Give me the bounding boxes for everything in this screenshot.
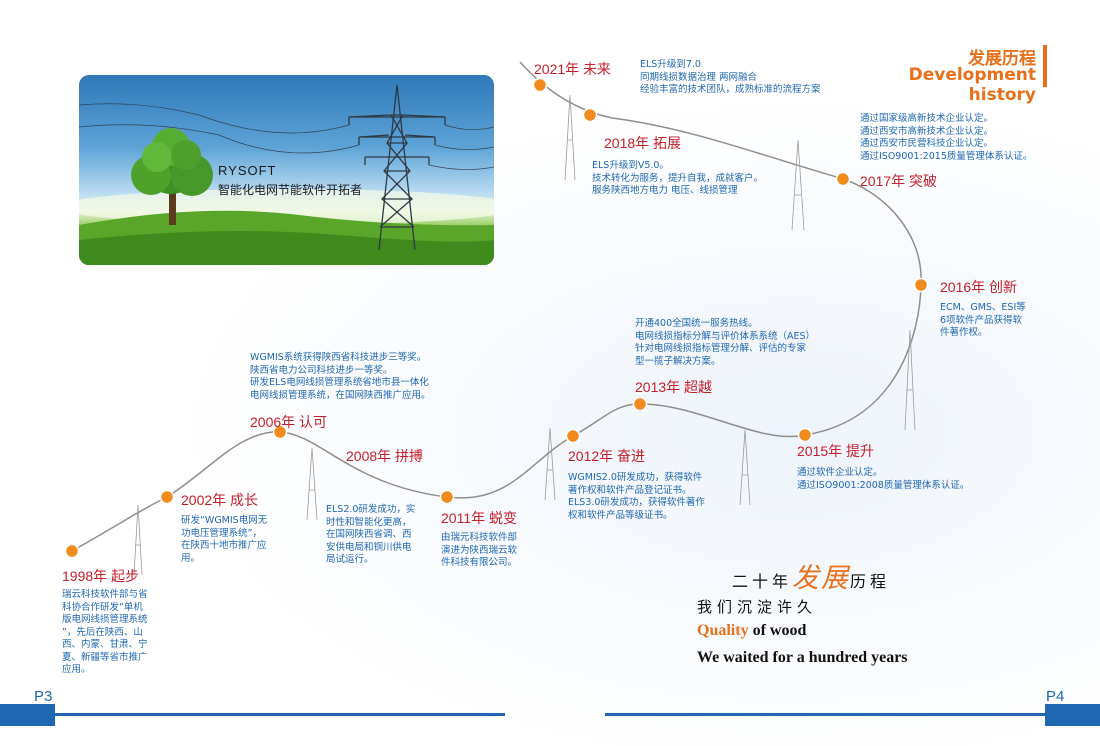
desc-2017: 通过国家级高新技术企业认定。通过西安市高新技术企业认定。通过西安市民营科技企业认… <box>860 113 1033 162</box>
tree-icon <box>131 128 213 196</box>
quote-en-line1: Quality of wood <box>697 622 807 639</box>
year-label-2012: 2012年 奋进 <box>568 448 646 464</box>
year-label-2013: 2013年 超越 <box>635 379 713 395</box>
quote-en-line2: We waited for a hundred years <box>697 649 908 666</box>
node-2017 <box>835 171 851 187</box>
node-2006 <box>272 424 288 440</box>
year-label-2021: 2021年 未来 <box>534 61 612 77</box>
page-number-left: P3 <box>34 688 53 705</box>
year-label-2002: 2002年 成长 <box>181 492 259 508</box>
desc-2002: 研发“WGMIS电网无功电压管理系统”，在陕西十地市推广应用。 <box>181 515 268 564</box>
desc-2015: 通过软件企业认定。通过ISO9001:2008质量管理体系认证。 <box>797 467 970 491</box>
year-label-2006: 2006年 认可 <box>250 414 328 430</box>
footer-block-right <box>1045 704 1100 726</box>
node-2016 <box>913 277 929 293</box>
desc-2008: ELS2.0研发成功，实时性和智能化更高，在国网陕西省调、西安供电局和铜川供电局… <box>326 504 416 565</box>
desc-2006: WGMIS系统获得陕西省科技进步三等奖。陕西省电力公司科技进步一等奖。研发ELS… <box>250 352 431 401</box>
node-2012 <box>565 428 581 444</box>
transmission-tower-icon <box>348 84 446 251</box>
quote-cn-line2: 我们沉淀许久 <box>697 598 818 616</box>
desc-2012: WGMIS2.0研发成功，获得软件著作权和软件产品登记证书。ELS3.0研发成功… <box>568 472 705 521</box>
desc-2011: 由瑞元科技软件部演进为陕西瑞云软件科技有限公司。 <box>441 532 518 568</box>
desc-2013: 开通400全国统一服务热线。电网线损指标分解与评价体系系统（AES）针对电网线损… <box>635 318 816 367</box>
hero-illustration <box>79 84 494 265</box>
footer-line-right <box>605 713 1045 716</box>
quote-cn-highlight: 发展 <box>792 563 851 594</box>
pylon-decorations <box>133 94 916 576</box>
header-accent-bar <box>1043 45 1047 87</box>
node-2002 <box>159 489 175 505</box>
hero-photo: RYSOFT 智能化电网节能软件开拓者 <box>79 75 494 265</box>
node-2018 <box>582 107 598 123</box>
timeline-curve <box>71 61 922 552</box>
year-label-2017: 2017年 突破 <box>860 173 938 189</box>
page-number-right: P4 <box>1046 688 1065 705</box>
node-2011 <box>439 489 455 505</box>
node-2013 <box>632 396 648 412</box>
hero-slogan: 智能化电网节能软件开拓者 <box>218 183 363 197</box>
year-label-2018: 2018年 拓展 <box>604 135 682 151</box>
quote-en-highlight: Quality <box>697 622 749 639</box>
year-label-1998: 1998年 起步 <box>62 568 140 584</box>
year-label-2016: 2016年 创新 <box>940 279 1018 295</box>
header-title-en: Development history <box>908 65 1036 105</box>
hero-brand: RYSOFT <box>218 163 277 178</box>
footer-line-left <box>55 713 505 716</box>
header-title-cn: 发展历程 <box>968 49 1036 69</box>
year-label-2011: 2011年 蜕变 <box>441 510 517 526</box>
year-label-2008: 2008年 拼搏 <box>346 448 424 464</box>
node-2021 <box>532 77 548 93</box>
desc-1998: 瑞云科技软件部与省科协合作研发“单机版电网线损管理系统”，先后在陕西、山西、内蒙… <box>62 589 148 675</box>
footer-block-left <box>0 704 55 726</box>
node-2015 <box>797 427 813 443</box>
quote-cn-line1: 二十年发展历程 <box>732 563 891 594</box>
node-1998 <box>64 543 80 559</box>
year-label-2015: 2015年 提升 <box>797 443 875 459</box>
desc-2018: ELS升级到V5.0。技术转化为服务，提升自我，成就客户。服务陕西地方电力 电压… <box>592 160 764 196</box>
